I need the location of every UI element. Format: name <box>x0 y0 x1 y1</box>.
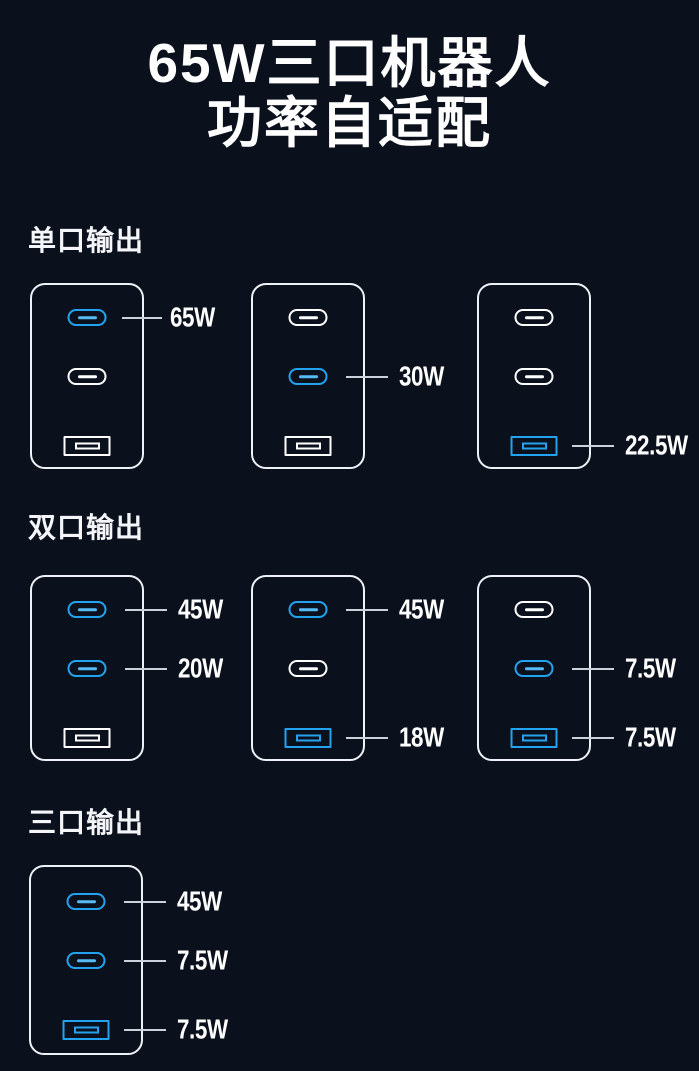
usb-a-port <box>63 436 111 456</box>
usb-c-port-2 <box>67 368 107 385</box>
watt-label: 7.5W <box>625 721 676 753</box>
watt-label: 45W <box>399 593 444 625</box>
section-heading-single-port: 单口输出 <box>28 225 145 256</box>
usb-c-port-2 <box>66 952 106 969</box>
usb-c-pin <box>77 666 97 671</box>
watt-label: 7.5W <box>625 652 676 684</box>
leader-line <box>122 317 162 319</box>
usb-c-pin <box>77 315 97 320</box>
page-title: 65W三口机器人 功率自适配 <box>0 33 699 153</box>
leader-line <box>124 1029 166 1031</box>
usb-a-tongue <box>74 442 100 450</box>
charger-diagram-single-2: 30W <box>251 283 444 469</box>
usb-a-port <box>62 1020 110 1040</box>
title-line-1: 65W三口机器人 <box>147 32 552 94</box>
usb-c-port-2 <box>67 660 107 677</box>
usb-a-tongue <box>295 442 321 450</box>
charger-diagram-triple-1: 45W 7.5W 7.5W <box>29 865 228 1055</box>
usb-c-pin <box>298 374 318 379</box>
leader-line <box>124 960 166 962</box>
watt-label: 30W <box>399 360 444 392</box>
charger-diagram-dual-2: 45W 18W <box>251 575 444 761</box>
watt-label: 45W <box>178 593 223 625</box>
usb-a-tongue <box>73 1026 99 1034</box>
usb-a-tongue <box>74 734 100 742</box>
leader-line <box>346 737 388 739</box>
usb-c-pin <box>298 666 318 671</box>
watt-label: 45W <box>177 885 222 917</box>
usb-c-port-2 <box>288 368 328 385</box>
watt-label: 20W <box>178 652 223 684</box>
usb-a-tongue <box>295 734 321 742</box>
usb-c-port-2 <box>288 660 328 677</box>
leader-line <box>572 737 614 739</box>
section-heading-triple-port: 三口输出 <box>28 807 145 838</box>
usb-c-port-1 <box>66 893 106 910</box>
usb-c-pin <box>77 374 97 379</box>
usb-c-pin <box>298 607 318 612</box>
leader-line <box>346 609 388 611</box>
usb-c-pin <box>524 315 544 320</box>
title-line-2: 功率自适配 <box>206 92 492 154</box>
leader-line <box>124 901 166 903</box>
leader-line <box>346 376 388 378</box>
usb-c-port-1 <box>288 309 328 326</box>
usb-c-pin <box>76 958 96 963</box>
usb-c-pin <box>76 899 96 904</box>
usb-a-port <box>63 728 111 748</box>
charger-diagram-dual-1: 45W 20W <box>30 575 223 761</box>
usb-a-tongue <box>521 734 547 742</box>
usb-c-pin <box>524 666 544 671</box>
usb-c-port-2 <box>514 368 554 385</box>
leader-line <box>125 609 167 611</box>
section-heading-dual-port: 双口输出 <box>28 512 145 543</box>
usb-c-port-1 <box>288 601 328 618</box>
usb-c-pin <box>524 607 544 612</box>
usb-c-port-1 <box>67 601 107 618</box>
leader-line <box>572 668 614 670</box>
usb-c-port-1 <box>514 309 554 326</box>
watt-label: 65W <box>170 301 215 333</box>
leader-line <box>125 668 167 670</box>
leader-line <box>572 445 614 447</box>
charger-diagram-dual-3: 7.5W 7.5W <box>477 575 676 761</box>
usb-a-port <box>510 728 558 748</box>
watt-label: 7.5W <box>177 944 228 976</box>
watt-label: 18W <box>399 721 444 753</box>
watt-label: 22.5W <box>625 429 688 461</box>
usb-c-pin <box>298 315 318 320</box>
usb-c-port-1 <box>67 309 107 326</box>
usb-a-port <box>284 728 332 748</box>
usb-a-tongue <box>521 442 547 450</box>
usb-c-pin <box>524 374 544 379</box>
charger-diagram-single-3: 22.5W <box>477 283 688 469</box>
usb-c-port-1 <box>514 601 554 618</box>
watt-label: 7.5W <box>177 1013 228 1045</box>
charger-diagram-single-1: 65W <box>30 283 215 469</box>
usb-a-port <box>284 436 332 456</box>
usb-a-port <box>510 436 558 456</box>
usb-c-pin <box>77 607 97 612</box>
usb-c-port-2 <box>514 660 554 677</box>
